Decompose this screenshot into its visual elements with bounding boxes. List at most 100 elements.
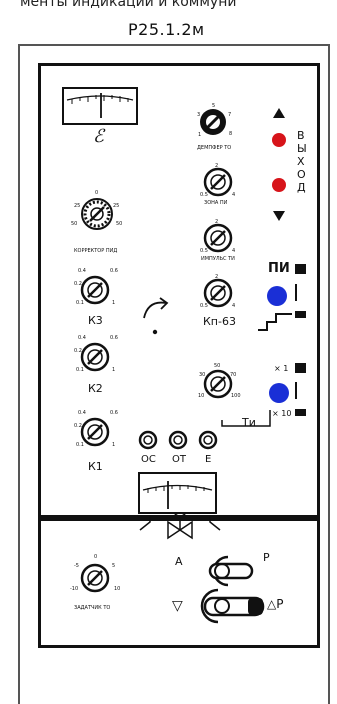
k1-scale-right: 0.6: [110, 410, 118, 416]
k2-scale-max: 1: [112, 367, 116, 373]
meter-bracket-left: [139, 515, 151, 531]
output-letter-2: Ы: [297, 142, 307, 155]
k1-label: К1: [88, 460, 103, 473]
kp-knob[interactable]: [203, 278, 233, 308]
epsilon-symbol: ℰ: [93, 126, 104, 147]
zadatchik-scale-m5: -5: [74, 563, 79, 569]
jack-os[interactable]: [138, 430, 158, 450]
device-body: [18, 44, 330, 704]
jack-os-label: ОС: [141, 454, 156, 465]
demper-scale-8: 8: [229, 131, 233, 137]
demper-scale-1: 1: [198, 132, 202, 138]
k2-scale-left: 0.2: [74, 348, 82, 354]
k1-knob[interactable]: [80, 417, 110, 447]
jack-e[interactable]: [198, 430, 218, 450]
ti-bracket: [221, 410, 271, 427]
impulse-knob[interactable]: [203, 223, 233, 253]
auto-label: А: [175, 555, 183, 568]
jack-ot[interactable]: [168, 430, 188, 450]
zona-knob[interactable]: [203, 167, 233, 197]
impulse-label: ИМПУЛЬС ТИ: [201, 256, 235, 262]
corrector-knob[interactable]: [81, 198, 113, 230]
step-indicator-block: [295, 311, 306, 318]
kp-scale-mid: 2: [215, 274, 219, 280]
k1-scale-top: 0.4: [78, 410, 86, 416]
kp-label: Кп-63: [203, 315, 236, 328]
k3-scale-top: 0.4: [78, 268, 86, 274]
x10-indicator-block: [295, 409, 306, 416]
zona-scale-max: 4: [232, 192, 236, 198]
x10-label: × 10: [272, 409, 292, 418]
output-led-down: [272, 178, 286, 192]
output-letter-5: Д: [297, 181, 306, 194]
jack-e-label: Е: [205, 454, 212, 465]
zadatchik-scale-m10: -10: [70, 586, 79, 592]
kp-scale-min: 0.5: [200, 303, 208, 309]
ti-label: Ти: [242, 416, 256, 429]
demper-label: ДЕМПФЕР ТО: [197, 145, 232, 151]
zadatchik-scale-10: 10: [114, 586, 121, 592]
jack-ot-label: ОТ: [172, 454, 186, 465]
output-up-icon: [273, 108, 285, 118]
ti-scale-100: 100: [231, 393, 241, 399]
auto-manual-switch[interactable]: [208, 555, 254, 587]
corrector-scale-50r: 50: [116, 221, 123, 227]
k2-label: К2: [88, 382, 103, 395]
k3-scale-right: 0.6: [110, 268, 118, 274]
delta-p-label: △Р: [267, 597, 284, 611]
zona-scale-mid: 2: [215, 163, 219, 169]
ti-knob[interactable]: [203, 369, 233, 399]
corrector-scale-50l: 50: [71, 221, 78, 227]
ti-scale-30: 30: [199, 372, 206, 378]
k3-scale-left: 0.2: [74, 281, 82, 287]
x1-indicator-block: [295, 363, 306, 373]
center-dot: [152, 329, 158, 335]
zadatchik-scale-0: 0: [94, 554, 98, 560]
k3-scale-max: 1: [112, 300, 116, 306]
k3-scale-min: 0.1: [76, 300, 84, 306]
corrector-label: КОРРЕКТОР ПИД: [74, 248, 118, 254]
zona-label: ЗОНА ПИ: [204, 200, 228, 206]
scale-select-button[interactable]: [269, 383, 289, 403]
corrector-scale-0: 0: [95, 190, 99, 196]
ti-scale-10: 10: [198, 393, 205, 399]
output-letter-3: Х: [297, 155, 305, 168]
arrow-sign-icon: [143, 297, 169, 319]
kp-scale-max: 4: [232, 303, 236, 309]
zona-scale-min: 0.5: [200, 192, 208, 198]
zadatchik-label: ЗАДАТЧИК ТО: [74, 605, 111, 611]
output-letter-4: О: [297, 168, 306, 181]
corrector-scale-25l: 25: [74, 203, 81, 209]
zadatchik-knob[interactable]: [80, 563, 110, 593]
k2-knob[interactable]: [80, 342, 110, 372]
demper-knob[interactable]: [200, 109, 226, 135]
output-down-icon: [273, 211, 285, 221]
valve-icon: [167, 512, 193, 540]
k3-knob[interactable]: [80, 275, 110, 305]
impulse-scale-max: 4: [232, 248, 236, 254]
ti-scale-70: 70: [230, 372, 237, 378]
demper-scale-5: 5: [212, 103, 216, 109]
step-response-icon: [258, 313, 292, 331]
impulse-scale-min: 0.5: [200, 248, 208, 254]
pi-mode-button[interactable]: [267, 286, 287, 306]
zadatchik-scale-5: 5: [112, 563, 116, 569]
impulse-scale-mid: 2: [215, 219, 219, 225]
x1-label: × 1: [274, 364, 289, 373]
pi-mode-label: ПИ: [268, 261, 290, 276]
output-led-up: [272, 133, 286, 147]
nabla-label: ▽: [172, 598, 183, 614]
setpoint-panel: [38, 518, 320, 648]
main-panel: [38, 63, 320, 518]
demper-scale-7: 7: [228, 112, 232, 118]
k2-scale-top: 0.4: [78, 335, 86, 341]
delta-p-switch[interactable]: [200, 588, 265, 624]
k1-scale-max: 1: [112, 442, 116, 448]
meter-bracket-right: [209, 515, 221, 531]
pi-indicator-block: [295, 264, 306, 274]
manual-label: Р: [263, 551, 270, 564]
demper-scale-3: 3: [197, 112, 201, 118]
ti-scale-50: 50: [214, 363, 221, 369]
k2-scale-right: 0.6: [110, 335, 118, 341]
